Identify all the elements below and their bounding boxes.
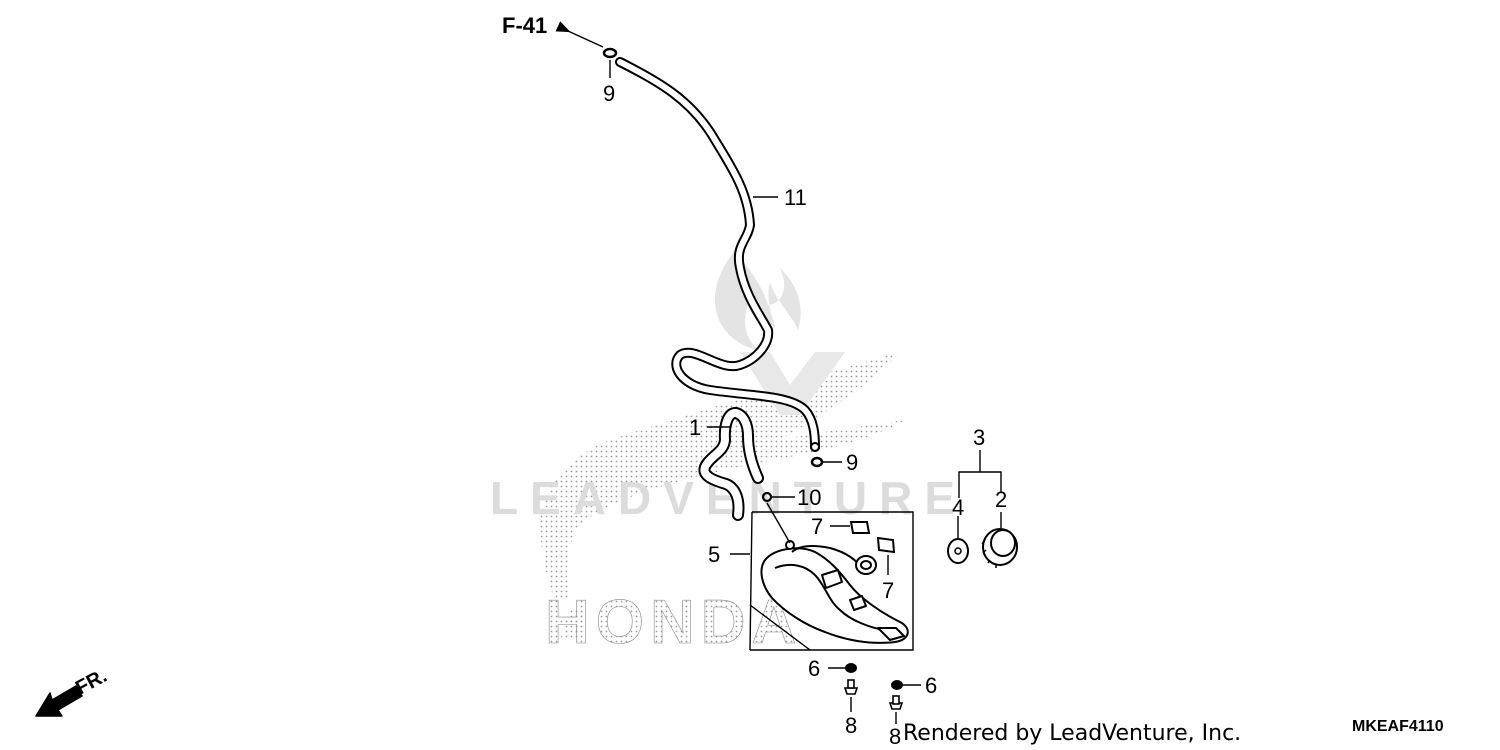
ref-page-label[interactable]: F-41 (502, 13, 547, 38)
callout-8-right[interactable]: 8 (889, 724, 901, 749)
flame-watermark (714, 250, 801, 350)
filler-cap-2 (981, 528, 1018, 568)
assembly-box-5 (749, 511, 914, 651)
grommet-6-right (891, 680, 903, 690)
callout-6-right[interactable]: 6 (925, 673, 937, 698)
ref-arrow (555, 21, 604, 48)
callout-11[interactable]: 11 (784, 185, 807, 210)
bolt-8-left (843, 679, 859, 695)
clamp-10 (761, 491, 773, 503)
callout-5[interactable]: 5 (708, 542, 720, 567)
seal-washer-4 (947, 538, 969, 564)
watermark: LEADVENTURE HONDA (490, 250, 955, 657)
callout-4[interactable]: 4 (952, 495, 964, 520)
breather-tank (760, 540, 909, 644)
credit-text: Rendered by LeadVenture, Inc. (903, 721, 1241, 746)
callout-8-left[interactable]: 8 (845, 713, 857, 738)
hose-1 (698, 407, 764, 521)
wing-watermark (540, 352, 905, 640)
clamp-9-lower (810, 456, 824, 468)
watermark-brand: HONDA (545, 588, 802, 657)
callout-1[interactable]: 1 (689, 415, 701, 440)
clamp-9-top (602, 47, 618, 59)
callout-7-upper[interactable]: 7 (811, 514, 823, 539)
hose-end-cap (810, 442, 820, 452)
grommet-6-left (845, 663, 857, 673)
callout-7-lower[interactable]: 7 (882, 578, 894, 603)
v-watermark (740, 352, 845, 415)
diagram-code: MKEAF4110 (1352, 718, 1444, 735)
pad-7-upper (849, 521, 871, 534)
callout-9-lower[interactable]: 9 (846, 450, 858, 475)
callout-9-top[interactable]: 9 (603, 81, 615, 106)
callout-3[interactable]: 3 (973, 425, 985, 450)
pad-7-lower (876, 536, 896, 554)
connector-line (766, 502, 791, 544)
hose-11 (615, 57, 820, 452)
callouts: 9 11 1 9 10 5 7 7 3 4 2 6 8 6 8 (603, 81, 1007, 749)
front-direction-indicator: FR. (35, 665, 111, 717)
front-arrow-icon (35, 685, 83, 717)
callout-10[interactable]: 10 (797, 485, 821, 510)
bolt-8-right (888, 695, 904, 710)
callout-6-left[interactable]: 6 (808, 656, 820, 681)
leader-lines (609, 60, 1002, 724)
reference-arrow-group: F-41 (502, 13, 604, 48)
callout-2[interactable]: 2 (995, 487, 1007, 512)
